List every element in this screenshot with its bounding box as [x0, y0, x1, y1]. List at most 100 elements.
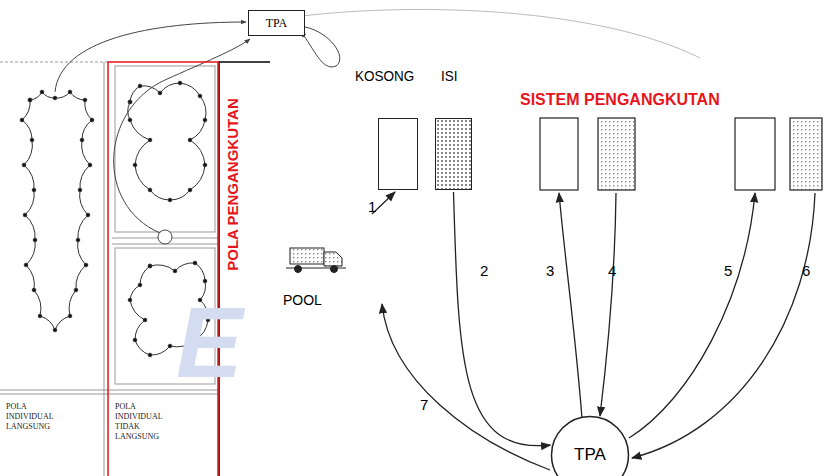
- drawing-stroke: [331, 266, 338, 273]
- drawing-stroke: [53, 328, 57, 332]
- drawing-stroke: [128, 100, 132, 104]
- drawing-stroke: [203, 118, 207, 122]
- drawing-stroke: [300, 26, 340, 67]
- drawing-stroke: [632, 193, 815, 458]
- drawing-stroke: [78, 188, 82, 192]
- transport-arrow: [454, 192, 551, 446]
- tpa-box: TPA: [248, 10, 305, 36]
- drawing-stroke: [295, 266, 302, 273]
- drawing-stroke: [115, 66, 215, 232]
- drawing-stroke: [80, 138, 84, 142]
- pattern-cell: POLA INDIVIDUAL LANGSUNG: [2, 398, 102, 468]
- watermark: E: [176, 285, 243, 400]
- empty-container: KOSONG: [378, 118, 418, 190]
- drawing-stroke: [40, 90, 44, 94]
- drawing-stroke: [790, 118, 822, 190]
- drawing-stroke: [22, 163, 26, 167]
- drawing-stroke: [22, 92, 92, 330]
- drawing-stroke: [158, 91, 162, 95]
- pool-label: POOL: [283, 292, 322, 308]
- drawing-stroke: [600, 193, 616, 416]
- drawing-stroke: [168, 344, 172, 348]
- drawing-stroke: [598, 118, 635, 190]
- drawing-stroke: [133, 163, 137, 167]
- pattern-cell: POLA INDIVIDUAL TIDAK LANGSUNG: [111, 398, 216, 468]
- drawing-stroke: [540, 118, 578, 190]
- node-text: TPA: [249, 16, 304, 31]
- drawing-stroke: [203, 279, 207, 283]
- panel-frame: [108, 62, 270, 476]
- node-text: POLA INDIVIDUAL LANGSUNG: [6, 402, 68, 432]
- callout-number: 6: [802, 262, 810, 279]
- drawing-stroke: [28, 98, 32, 102]
- drawing-stroke: [302, 9, 700, 58]
- drawing-stroke: [193, 261, 197, 265]
- drawing-stroke: [324, 252, 342, 266]
- drawing-stroke: [133, 338, 137, 342]
- drawing-stroke: [128, 100, 132, 104]
- tpa-circle: TPA: [550, 415, 630, 476]
- drawing-stroke: [198, 94, 202, 98]
- panel-title: POLA PENGANGKUTAN: [224, 70, 241, 300]
- drawing-stroke: [128, 118, 132, 122]
- callout-number: 4: [608, 262, 616, 279]
- panel-title: SISTEM PENGANGKUTAN: [520, 91, 720, 109]
- drawing-stroke: [24, 263, 28, 267]
- drawing-stroke: [735, 118, 775, 190]
- drawing-stroke: [290, 248, 324, 264]
- callout-number: 7: [420, 396, 428, 413]
- drawing-stroke: [74, 288, 78, 292]
- drawing-stroke: [88, 163, 92, 167]
- drawing-stroke: [68, 90, 72, 94]
- callout-number: 5: [724, 262, 732, 279]
- drawing-stroke: [23, 213, 27, 217]
- drawing-stroke: [128, 83, 206, 200]
- drawing-stroke: [148, 264, 152, 268]
- drawing-stroke: [38, 314, 42, 318]
- node-text: TPA: [550, 445, 630, 465]
- drawing-stroke: [20, 118, 24, 122]
- drawing-stroke: [83, 98, 87, 102]
- node-text: KOSONG: [355, 67, 414, 84]
- drawing-stroke: [138, 84, 142, 88]
- drawing-stroke: [30, 138, 34, 142]
- drawing-stroke: [148, 188, 152, 192]
- full-container: ISI: [435, 118, 472, 190]
- drawing-stroke: [28, 98, 32, 102]
- node-text: ISI: [441, 67, 458, 84]
- drawing-stroke: [76, 238, 80, 242]
- drawing-stroke: [138, 283, 142, 287]
- drawing-stroke: [32, 288, 36, 292]
- drawing-stroke: [128, 298, 132, 302]
- callout-number: 3: [546, 262, 554, 279]
- drawing-stroke: [168, 198, 172, 202]
- drawing-stroke: [0, 62, 108, 63]
- drawing-stroke: [188, 138, 192, 142]
- drawing-stroke: [84, 263, 88, 267]
- drawing-stroke: [629, 193, 755, 438]
- drawing-stroke: [148, 353, 152, 357]
- drawing-stroke: [32, 188, 36, 192]
- truck-icon: [286, 248, 346, 273]
- drawing-stroke: [173, 269, 177, 273]
- drawing-stroke: [559, 193, 582, 418]
- drawing-stroke: [178, 81, 182, 85]
- node-text: POLA INDIVIDUAL TIDAK LANGSUNG: [115, 402, 173, 442]
- drawing-stroke: [203, 163, 207, 167]
- callout-number: 2: [478, 262, 490, 279]
- drawing-stroke: [104, 62, 105, 476]
- drawing-stroke: [108, 62, 218, 476]
- map-grid: [0, 62, 218, 476]
- drawing-stroke: [188, 188, 192, 192]
- callout-number: 1: [368, 198, 376, 215]
- drawing-stroke: [218, 61, 270, 63]
- drawing-stroke: [148, 264, 152, 268]
- drawing-stroke: [143, 318, 147, 322]
- drawing-stroke: [33, 238, 37, 242]
- drawing-stroke: [86, 213, 90, 217]
- containers: [540, 118, 822, 190]
- drawing-stroke: [158, 230, 172, 244]
- drawing-stroke: [68, 314, 72, 318]
- drawing-stroke: [90, 118, 94, 122]
- drawing-stroke: [53, 96, 57, 100]
